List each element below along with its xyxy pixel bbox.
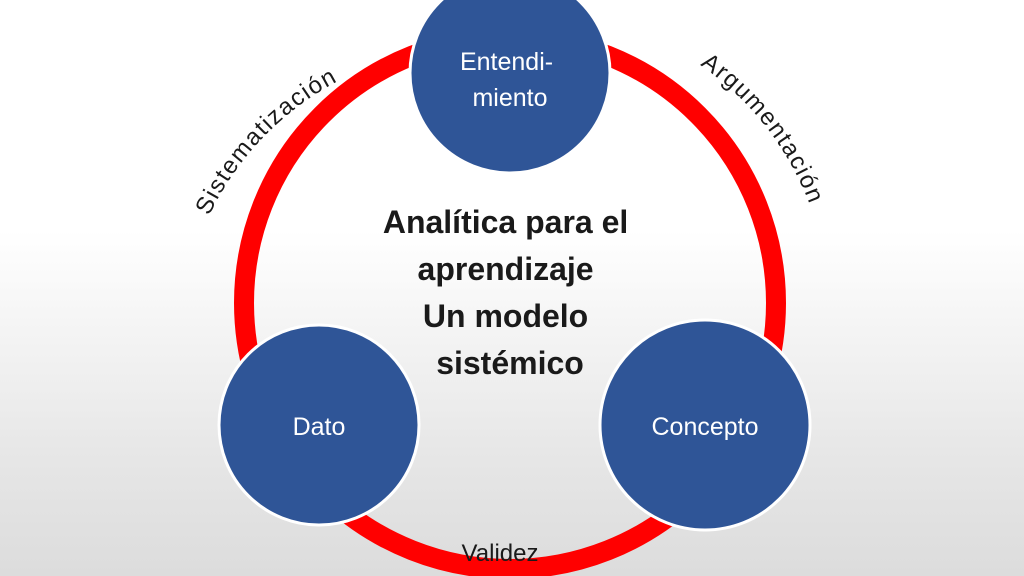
arc-label-validez: Validez <box>462 540 539 567</box>
node-dato: Dato <box>217 323 421 527</box>
title-line-2: aprendizaje <box>418 251 594 287</box>
node-entendimiento-circle <box>408 0 612 175</box>
title-line-4: sistémico <box>436 345 584 381</box>
node-concepto: Concepto <box>598 318 812 532</box>
title-line-1: Analítica para el <box>383 204 628 240</box>
node-entendimiento-label: Entendi- miento <box>460 48 560 112</box>
node-concepto-label: Concepto <box>651 413 758 441</box>
node-dato-circle <box>217 323 421 527</box>
diagram-title: Analítica para el aprendizaje Un modelo … <box>383 204 637 381</box>
node-concepto-circle <box>598 318 812 532</box>
title-line-3: Un modelo <box>423 298 588 334</box>
node-dato-label: Dato <box>293 413 346 441</box>
node-entendimiento: Entendi- miento <box>408 0 612 175</box>
